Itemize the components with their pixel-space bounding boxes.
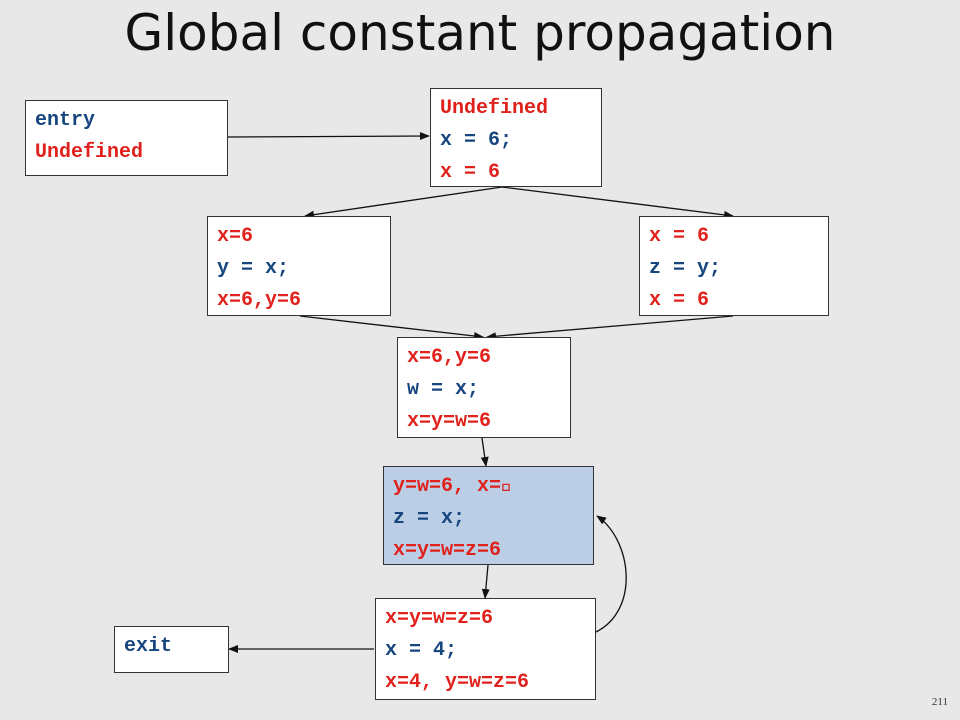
fact-out: x = 6 — [440, 161, 501, 184]
edge-n4-to-n5 — [480, 437, 489, 467]
entry-node: entry Undefined — [25, 100, 228, 176]
edge-n5-to-n6 — [481, 564, 490, 599]
exit-node: exit — [114, 626, 229, 673]
fact-in: y=w=6, x=  — [393, 475, 514, 498]
edge-n1-to-n3 — [501, 186, 734, 219]
statement: z = x; — [393, 507, 466, 530]
edge-n6-loop-to-n5 — [595, 515, 627, 633]
fact-in: x=6,y=6 — [407, 346, 492, 369]
slide-title: Global constant propagation — [124, 4, 836, 62]
edge-n3-to-n4 — [486, 315, 734, 341]
block-y-eq-x: x=6 y = x; x=6,y=6 — [207, 216, 391, 316]
fact-in: x=y=w=z=6 — [385, 607, 494, 630]
fact-in: x = 6 — [649, 225, 710, 248]
node-label: exit — [124, 635, 173, 658]
slide-number: 211 — [931, 696, 948, 708]
fact-out: x=4, y=w=z=6 — [385, 671, 530, 694]
statement: x = 4; — [385, 639, 458, 662]
fact-out: x=6,y=6 — [217, 289, 302, 312]
block-z-eq-x-highlighted: y=w=6, x=  z = x; x=y=w=z=6 — [383, 466, 594, 565]
block-x-eq-4: x=y=w=z=6 x = 4; x=4, y=w=z=6 — [375, 598, 596, 700]
edge-n2-to-n4 — [299, 315, 484, 340]
fact-in: Undefined — [440, 97, 549, 120]
edge-n1-to-n2 — [304, 186, 503, 219]
fact-out: x=y=w=z=6 — [393, 539, 502, 562]
statement: w = x; — [407, 378, 480, 401]
statement: z = y; — [649, 257, 722, 280]
statement: y = x; — [217, 257, 290, 280]
fact-out: x=y=w=6 — [407, 410, 492, 433]
block-x-eq-6: Undefined x = 6; x = 6 — [430, 88, 602, 187]
edge-entry-to-n1 — [227, 132, 430, 141]
block-z-eq-y: x = 6 z = y; x = 6 — [639, 216, 829, 316]
node-fact: Undefined — [35, 141, 144, 164]
fact-out: x = 6 — [649, 289, 710, 312]
block-w-eq-x: x=6,y=6 w = x; x=y=w=6 — [397, 337, 571, 438]
fact-in: x=6 — [217, 225, 254, 248]
node-label: entry — [35, 109, 96, 132]
statement: x = 6; — [440, 129, 513, 152]
